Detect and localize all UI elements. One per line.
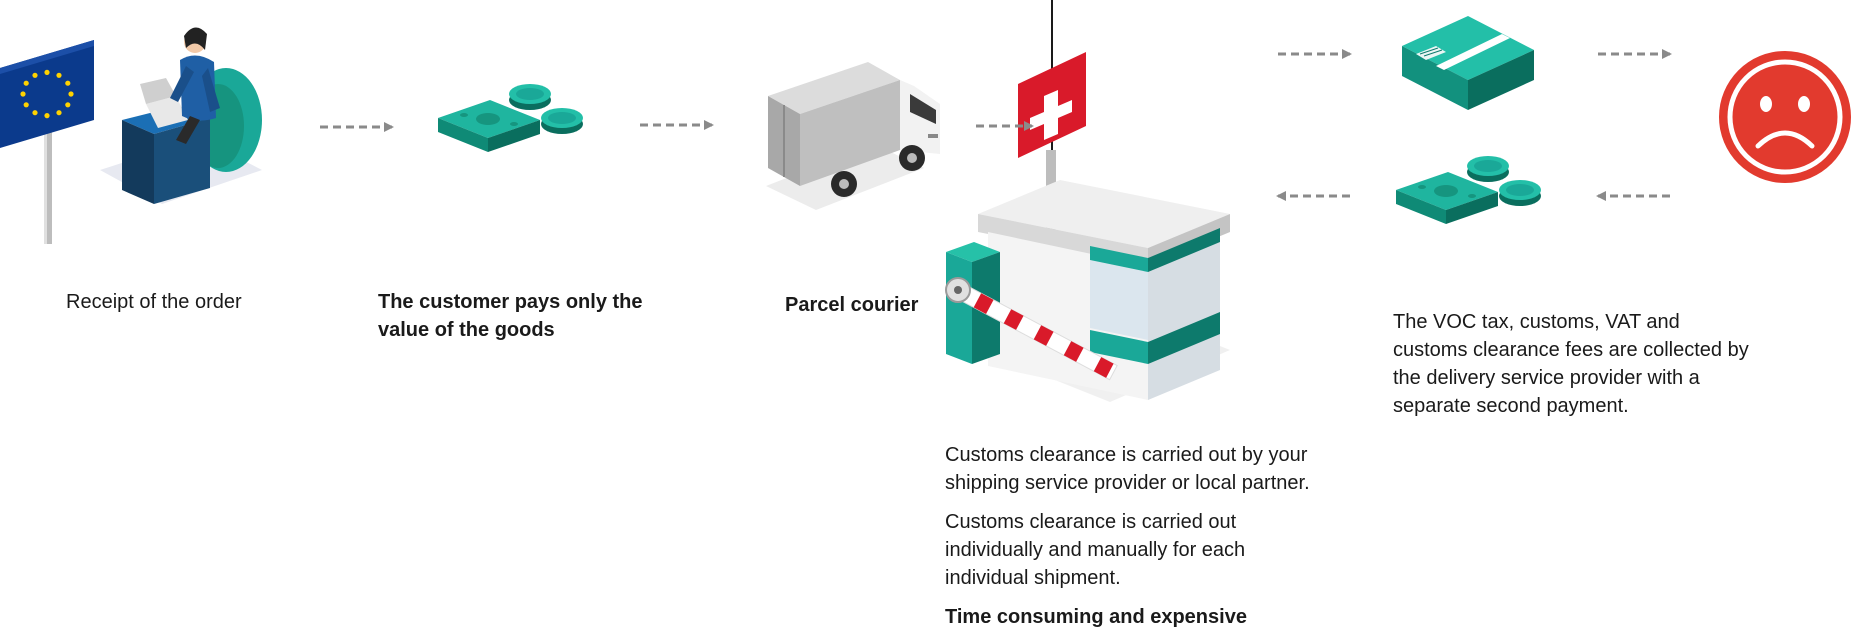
parcel-box-icon	[1402, 16, 1534, 110]
eu-star-icon	[65, 102, 71, 108]
eu-star-icon	[23, 102, 29, 108]
eu-star-icon	[44, 69, 50, 75]
step-label-courier: Parcel courier	[785, 294, 919, 316]
customs-paragraph-provider: Customs clearance is carried out by your…	[945, 444, 1310, 494]
eu-star-icon	[32, 110, 38, 116]
eu-star-icon	[32, 72, 38, 78]
eu-star-icon	[44, 113, 50, 119]
eu-star-icon	[65, 80, 71, 86]
step-label-payment: The customer pays only the value of the …	[378, 291, 643, 341]
swiss-flag-customs-barrier-icon	[945, 52, 1230, 402]
customs-paragraph-manual: Customs clearance is carried out individ…	[945, 511, 1246, 589]
eu-star-icon	[23, 80, 29, 86]
eu-star-icon	[20, 91, 26, 97]
delivery-truck-icon	[766, 62, 940, 210]
fees-note: The VOC tax, customs, VAT and customs cl…	[1393, 311, 1749, 417]
money-coins-icon	[438, 84, 583, 152]
eu-flag-customer-laptop-icon	[0, 27, 262, 244]
eu-star-icon	[68, 91, 74, 97]
money-coins-icon	[1396, 156, 1541, 224]
eu-star-icon	[56, 72, 62, 78]
eu-star-icon	[56, 110, 62, 116]
customs-conclusion: Time consuming and expensive	[945, 606, 1247, 628]
sad-face-icon	[1719, 51, 1851, 183]
step-label-receipt: Receipt of the order	[66, 291, 242, 313]
